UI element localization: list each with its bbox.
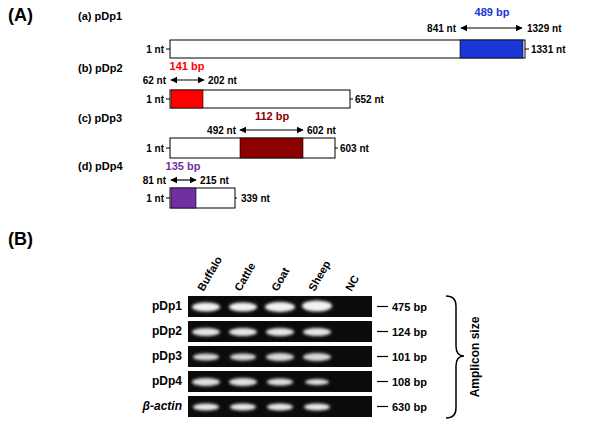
position-label: 1331 nt [531, 44, 565, 55]
insert-bar [170, 188, 235, 208]
construct-name: (b) pDp2 [78, 62, 123, 74]
gel-image [188, 296, 372, 417]
insert-bar [170, 90, 350, 108]
position-label: 603 nt [340, 143, 369, 154]
panel-letter: (B) [8, 230, 33, 250]
position-label: 1 nt [146, 143, 164, 154]
construct-name: (a) pDp1 [78, 10, 122, 22]
plasmid-map-pdp2 [166, 80, 353, 108]
amplicon-region [240, 138, 303, 158]
end-tick [525, 49, 529, 50]
gel-strip [188, 396, 372, 417]
amplicon-length: 141 bp [170, 60, 205, 72]
lane-header: Buffalo [195, 254, 224, 293]
insert-bar [170, 40, 525, 58]
amplicon-length: 135 bp [166, 160, 201, 172]
amplicon-size: 475 bp [392, 300, 427, 312]
amplicon-size: 101 bp [392, 350, 427, 362]
amplicon-size: 108 bp [392, 375, 427, 387]
position-label: 215 nt [200, 175, 229, 186]
span-arrow [461, 27, 522, 28]
end-tick [166, 49, 170, 50]
row-label: pDp4 [152, 375, 182, 388]
amplicon-region [460, 40, 523, 58]
curly-bracket [446, 296, 464, 418]
end-tick [350, 99, 353, 100]
amplicon-length: 489 bp [475, 6, 510, 18]
span-arrow [240, 129, 303, 130]
end-tick [235, 198, 237, 199]
position-label: 841 nt [427, 23, 456, 34]
gel-strip [188, 296, 372, 317]
row-label: pDp3 [152, 350, 182, 363]
span-arrow [171, 179, 196, 180]
construct-name: (c) pDp3 [78, 112, 122, 124]
position-label: 1 nt [146, 44, 164, 55]
size-marker-dash [377, 307, 388, 407]
lane-header: Goat [269, 265, 292, 293]
position-label: 1 nt [146, 193, 164, 204]
gel-strip [188, 346, 372, 367]
position-label: 1329 nt [527, 23, 561, 34]
position-label: 62 nt [143, 75, 166, 86]
position-label: 492 nt [207, 125, 236, 136]
lane-header: Sheep [306, 258, 333, 293]
end-tick [166, 99, 170, 100]
position-label: 81 nt [143, 175, 166, 186]
end-tick [166, 198, 170, 199]
amplicon-length: 112 bp [255, 110, 289, 122]
amplicon-size: 124 bp [392, 325, 427, 337]
axis-title: Amplicon size [469, 317, 482, 398]
insert-bar [170, 138, 335, 158]
row-label: pDp1 [152, 300, 182, 313]
gel-strip [188, 371, 372, 392]
gel-strip [188, 321, 372, 342]
amplicon-region [171, 188, 196, 208]
lane-header: Cattle [232, 261, 258, 294]
end-tick [335, 148, 338, 149]
position-label: 602 nt [307, 125, 336, 136]
plasmid-map-pdp1 [166, 28, 529, 58]
end-tick [166, 148, 170, 149]
amplicon-size: 630 bp [392, 400, 427, 412]
row-label: pDp2 [152, 325, 182, 338]
row-label: β-actin [143, 400, 182, 413]
lane-header: NC [343, 273, 361, 293]
span-arrow [171, 79, 204, 80]
panel-letter: (A) [8, 6, 33, 26]
position-label: 202 nt [208, 75, 237, 86]
construct-name: (d) pDp4 [78, 160, 123, 172]
position-label: 339 nt [241, 193, 270, 204]
position-label: 652 nt [355, 94, 384, 105]
position-label: 1 nt [146, 94, 164, 105]
amplicon-region [171, 90, 203, 108]
